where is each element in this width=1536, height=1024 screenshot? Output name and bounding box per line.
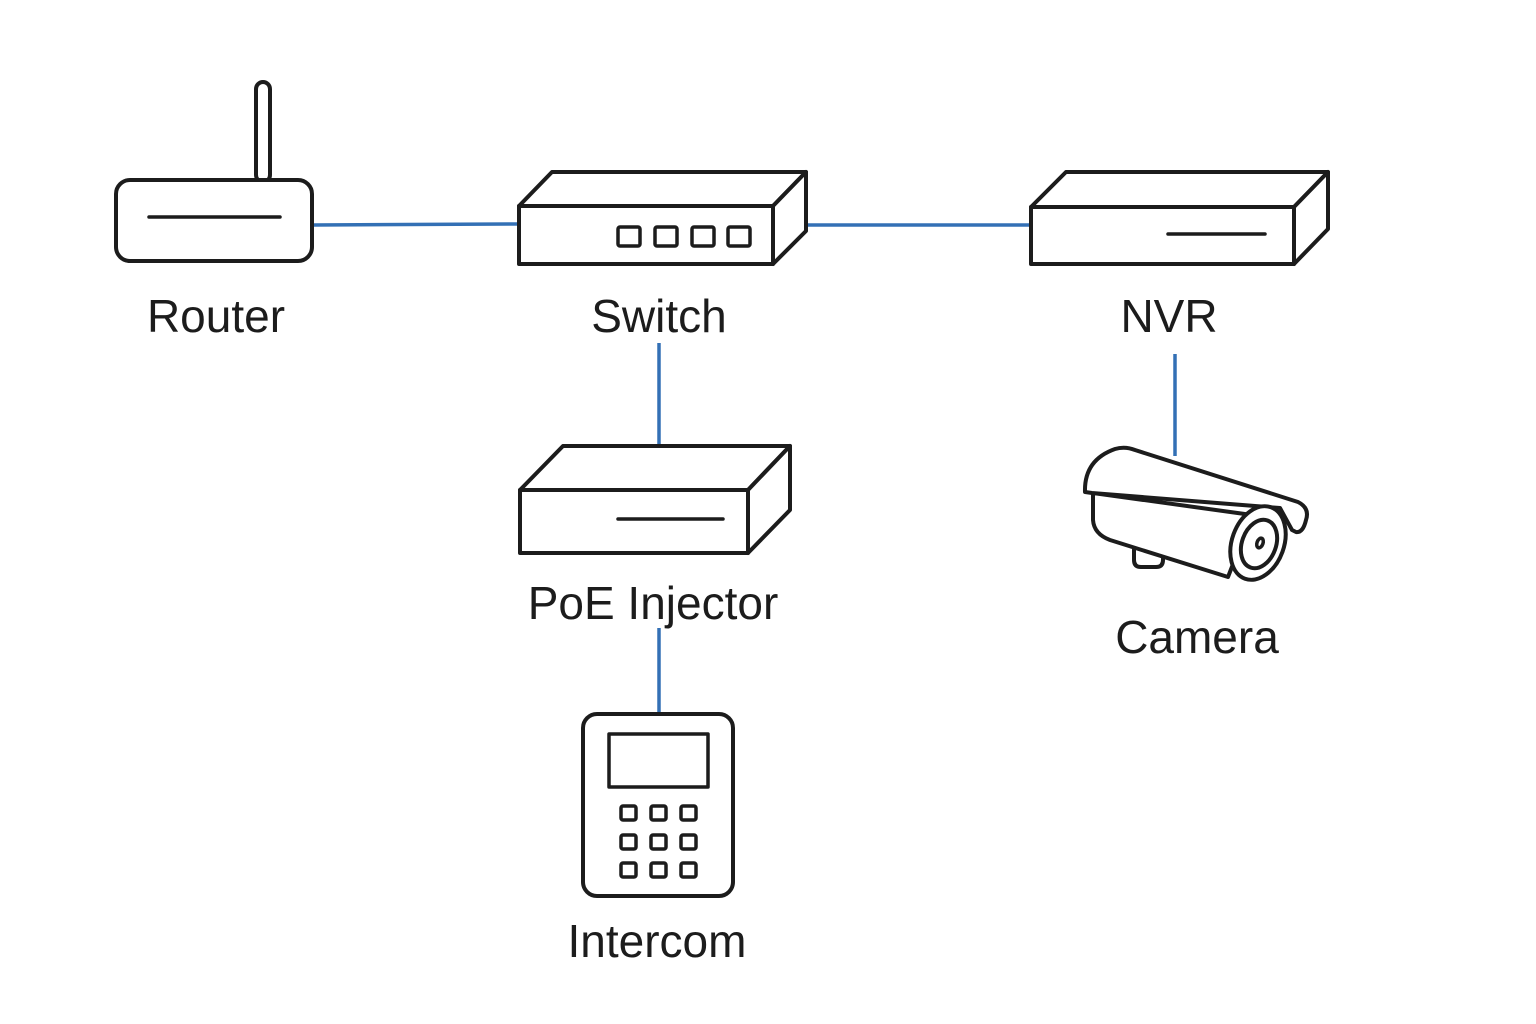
node-label-switch: Switch [591,290,726,342]
switch-port [616,225,642,248]
node-label-poe-injector: PoE Injector [528,577,779,629]
camera-icon [1082,445,1309,582]
switch-ports [616,225,752,248]
keypad-key [679,833,698,851]
intercom-icon [581,712,735,898]
poe-injector-icon [518,444,792,555]
node-switch[interactable]: Switch [517,170,808,342]
switch-port [690,225,716,248]
node-intercom[interactable]: Intercom [568,712,747,967]
router-icon [114,80,314,263]
keypad-key [649,833,668,851]
link-router-switch [313,222,519,227]
node-label-camera: Camera [1115,611,1279,663]
switch-icon [517,170,808,266]
node-label-intercom: Intercom [568,915,747,967]
intercom-display [607,732,710,789]
keypad-key [619,861,638,879]
node-label-nvr: NVR [1120,290,1217,342]
node-poe-injector[interactable]: PoE Injector [518,444,792,629]
switch-port [726,225,752,248]
intercom-keypad [619,804,698,879]
switch-port [653,225,679,248]
node-label-router: Router [147,290,285,342]
node-nvr[interactable]: NVR [1029,170,1330,342]
keypad-key [679,861,698,879]
links [313,222,1177,712]
nvr-icon [1029,170,1330,266]
node-camera[interactable]: Camera [1082,445,1309,663]
keypad-key [649,861,668,879]
keypad-key [649,804,668,822]
node-router[interactable]: Router [114,80,314,342]
keypad-key [619,804,638,822]
keypad-key [619,833,638,851]
keypad-key [679,804,698,822]
